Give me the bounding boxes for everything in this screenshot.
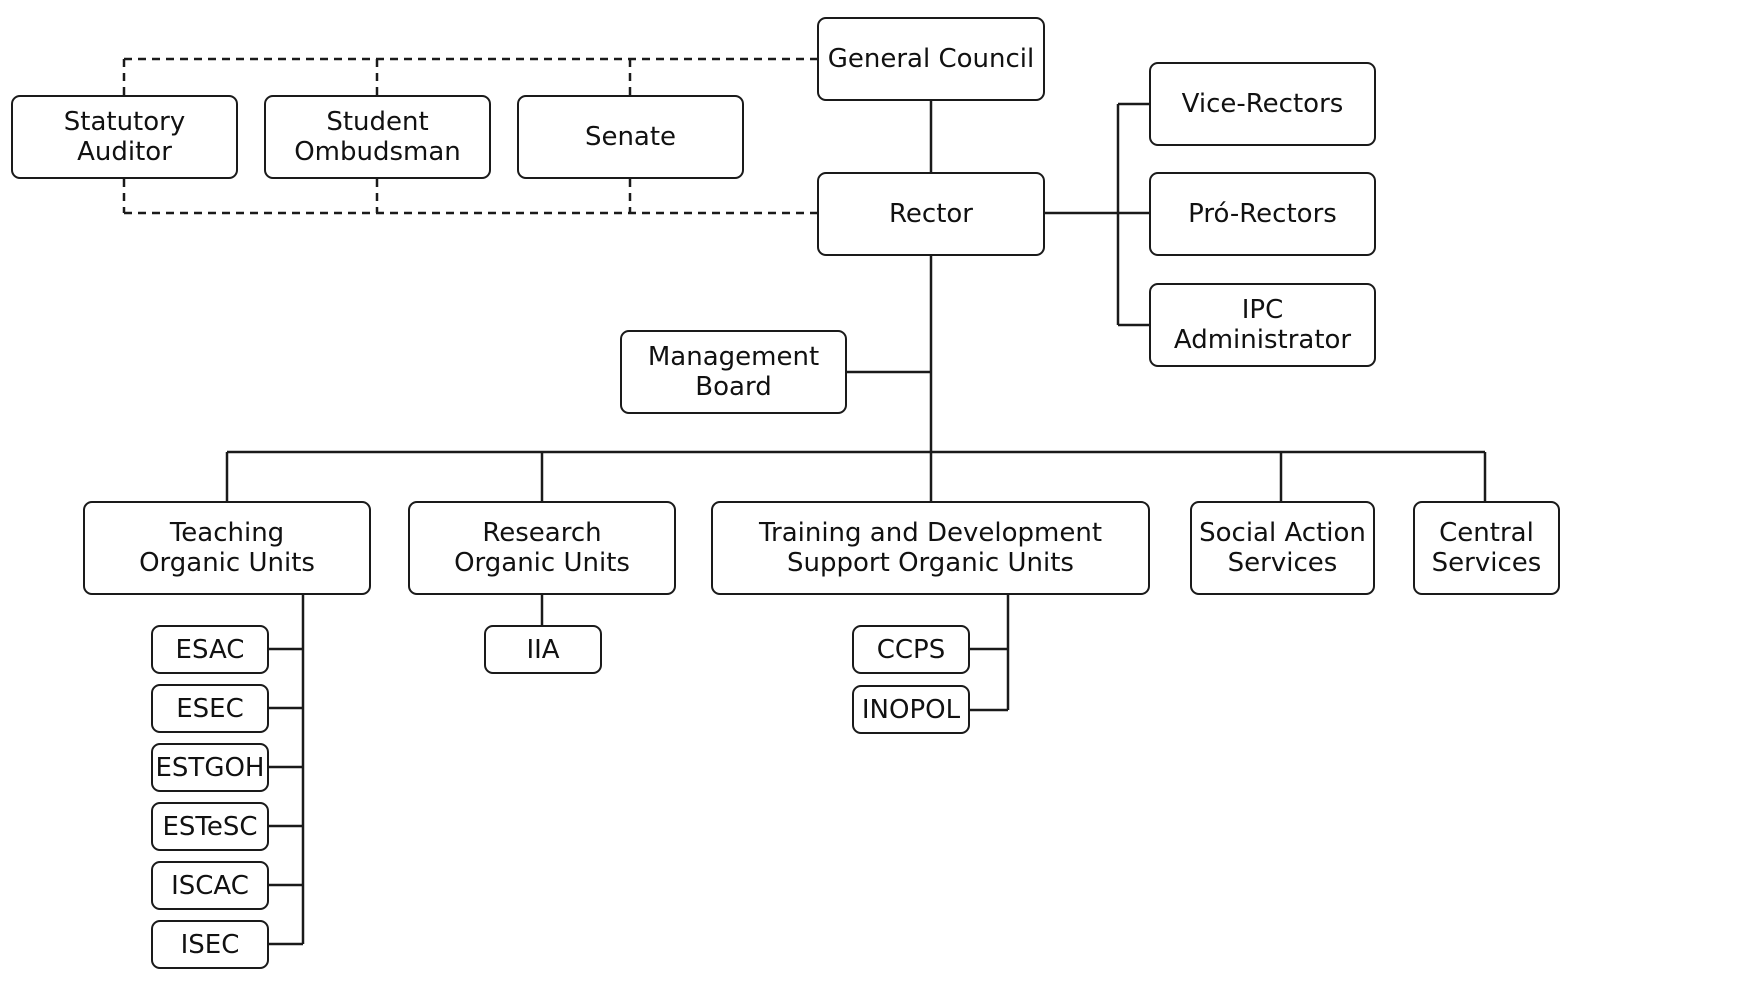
student-ombudsman-node: Student Ombudsman [264,95,491,179]
isec-node: ISEC [151,920,269,969]
research-organic-units-node: Research Organic Units [408,501,676,595]
statutory-auditor-node: Statutory Auditor [11,95,238,179]
estgoh-node: ESTGOH [151,743,269,792]
central-services-node: Central Services [1413,501,1560,595]
esac-node: ESAC [151,625,269,674]
senate-node: Senate [517,95,744,179]
esec-node: ESEC [151,684,269,733]
vice-rectors-node: Vice-Rectors [1149,62,1376,146]
teaching-organic-units-node: Teaching Organic Units [83,501,371,595]
iia-node: IIA [484,625,602,674]
pro-rectors-node: Pró-Rectors [1149,172,1376,256]
ipc-administrator-node: IPC Administrator [1149,283,1376,367]
social-action-services-node: Social Action Services [1190,501,1375,595]
dashed-connectors [122,57,817,215]
iscac-node: ISCAC [151,861,269,910]
training-development-units-node: Training and Development Support Organic… [711,501,1150,595]
estesc-node: ESTeSC [151,802,269,851]
rector-node: Rector [817,172,1045,256]
general-council-node: General Council [817,17,1045,101]
inopol-node: INOPOL [852,685,970,734]
management-board-node: Management Board [620,330,847,414]
ccps-node: CCPS [852,625,970,674]
